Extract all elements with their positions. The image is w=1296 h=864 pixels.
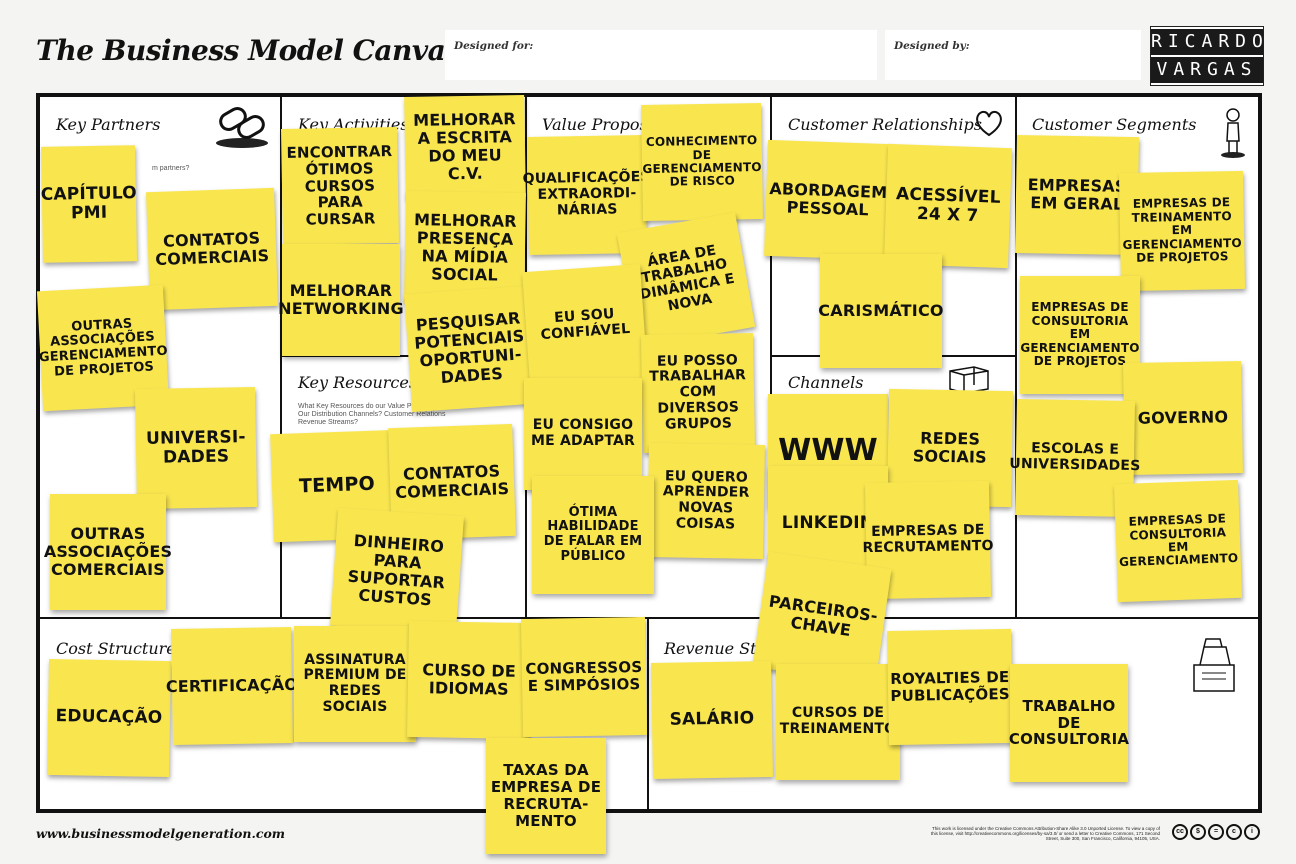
sticky-note[interactable]: Outras associações comerciais — [44, 494, 172, 610]
sticky-note[interactable]: Governo — [1123, 360, 1243, 476]
designed-by-field[interactable]: Designed by: — [885, 30, 1141, 80]
person-icon — [1221, 108, 1245, 158]
logo-line-2: VARGAS — [1151, 57, 1263, 83]
sticky-note[interactable]: Melhorar networking — [278, 244, 404, 356]
sticky-note[interactable]: Eu posso trabalhar com diversos grupos — [640, 333, 756, 453]
sticky-note[interactable]: Universi-dades — [134, 386, 258, 510]
sticky-note[interactable]: Acessível 24 x 7 — [883, 143, 1013, 269]
sticky-note[interactable]: Cursos de treinamento — [776, 664, 900, 780]
cc-by-icon: $ — [1190, 824, 1206, 840]
cash-register-icon — [1193, 638, 1235, 692]
truck-icon — [949, 366, 989, 394]
heart-icon — [976, 110, 1002, 137]
sticky-note[interactable]: Empresas de consultoria em gerenciamento — [1113, 479, 1243, 603]
sticky-note[interactable]: Eu consigo me adaptar — [524, 378, 642, 490]
sticky-note[interactable]: Empresas de treinamento em gerenciamento… — [1118, 170, 1246, 292]
cc-sa-icon: c — [1226, 824, 1242, 840]
license-text: This work is licensed under the Creative… — [930, 826, 1160, 841]
designed-for-field[interactable]: Designed for: — [445, 30, 877, 80]
chain-link-icon — [216, 107, 268, 148]
designed-for-label: Designed for: — [454, 40, 534, 52]
sticky-note[interactable]: Taxas da empresa de recruta-mento — [486, 738, 606, 854]
sticky-note[interactable]: Conhecimento de gerenciamento de risco — [640, 102, 764, 222]
cc-attribution-icon: i — [1244, 824, 1260, 840]
customer-segments-heading: Customer Segments — [1032, 115, 1197, 134]
revenue-streams-heading: Revenue Str — [664, 639, 765, 658]
sticky-note[interactable]: Certificação — [166, 626, 298, 746]
key-resources-heading: Key Resources — [298, 373, 418, 392]
sticky-note[interactable]: Contatos comerciais — [145, 187, 279, 311]
sticky-note[interactable]: Dinheiro para suportar custos — [330, 507, 464, 635]
sticky-note[interactable]: Trabalho de consultoria — [1009, 664, 1129, 782]
key-partners-heading: Key Partners — [56, 115, 161, 134]
sticky-note[interactable]: Congressos e simpósios — [520, 616, 648, 738]
page-title: The Business Model Canvas — [36, 34, 461, 67]
logo-line-1: RICARDO — [1151, 29, 1263, 55]
sticky-note[interactable]: Salário — [650, 660, 774, 780]
sticky-note[interactable]: Pesquisar potenciais oportuni-dades — [404, 285, 536, 413]
cc-icon: cc — [1172, 824, 1188, 840]
channels-heading: Channels — [788, 373, 864, 392]
ricardo-vargas-logo: RICARDO VARGAS — [1150, 26, 1264, 86]
cc-nc-icon: = — [1208, 824, 1224, 840]
sticky-note[interactable]: Educação — [46, 658, 172, 778]
sticky-note[interactable]: Encontrar ótimos cursos para cursar — [280, 126, 400, 246]
sticky-note[interactable]: Eu quero aprender novas coisas — [647, 442, 765, 560]
sticky-note[interactable]: Eu sou confiável — [522, 264, 648, 386]
sticky-note[interactable]: Royalties de publicações — [887, 628, 1013, 746]
sticky-note[interactable]: Curso de idiomas — [406, 620, 532, 740]
sticky-note[interactable]: Capítulo PMI — [41, 145, 137, 263]
key-partners-question: m partners? — [152, 165, 190, 172]
designed-by-label: Designed by: — [894, 40, 970, 52]
footer-url[interactable]: www.businessmodelgeneration.com — [36, 826, 286, 841]
cost-structure-heading: Cost Structure — [56, 639, 176, 658]
sticky-note[interactable]: Carismático — [818, 254, 944, 368]
sticky-note[interactable]: Melhorar a escrita do meu C.V. — [404, 94, 526, 200]
sticky-note[interactable]: Abordagem pessoal — [764, 139, 892, 261]
customer-relationships-heading: Customer Relationships — [788, 115, 982, 134]
sticky-note[interactable]: Empresas de consultoria em gerenciamento… — [1020, 276, 1140, 394]
value-propositions-heading: Value Propos — [542, 115, 648, 134]
sticky-note[interactable]: Assinatura premium de redes sociais — [294, 626, 416, 742]
sticky-note[interactable]: Ótima habilidade de falar em público — [532, 476, 654, 594]
